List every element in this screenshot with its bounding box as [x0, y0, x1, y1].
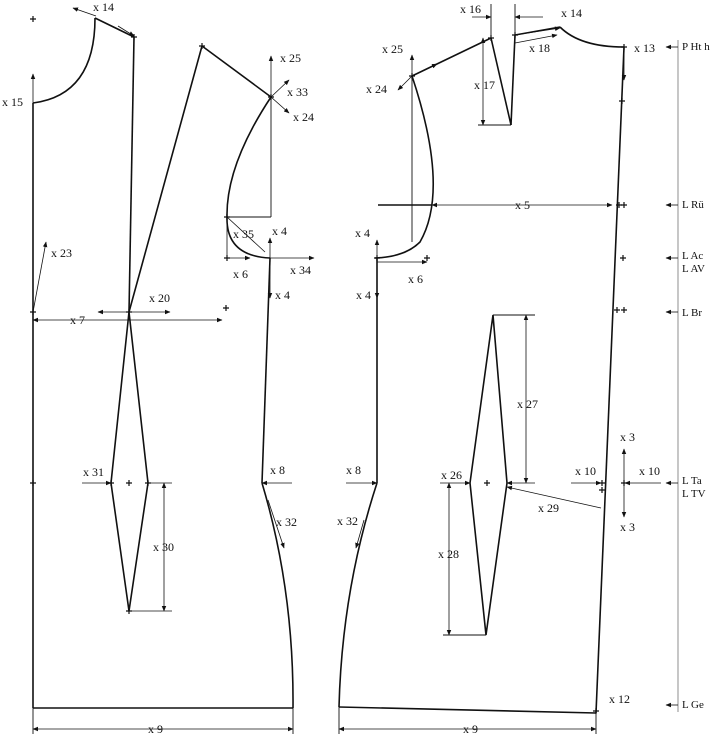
label-x17: x 17 [474, 78, 495, 92]
dimension-labels: x 14 x 15 x 25 x 33 x 24 x 35 x 4 x 6 x … [2, 0, 660, 736]
label-x9-front: x 9 [148, 722, 163, 734]
label-x34: x 34 [290, 263, 311, 277]
label-x24-front: x 24 [293, 110, 314, 124]
back-shoulder-dart-leg-1 [510, 34, 516, 126]
label-x12: x 12 [609, 692, 630, 706]
ref-label-lge: L Ge [682, 699, 704, 711]
back-armhole [374, 75, 435, 259]
back-center-line [595, 46, 625, 714]
label-x7: x 7 [70, 313, 85, 327]
label-x8-back: x 8 [346, 463, 361, 477]
ref-label-lru: L Rü [682, 199, 704, 211]
back-shoulder-dart-leg-2 [490, 37, 512, 126]
front-dimensions [30, 7, 315, 734]
front-plus-markers [30, 16, 274, 614]
label-x23: x 23 [51, 246, 72, 260]
front-waist-dart [110, 311, 149, 612]
back-neckline [559, 26, 625, 48]
reference-scale [665, 40, 679, 712]
front-shoulder-dart-line [128, 36, 135, 313]
front-side-seam-lower [261, 482, 294, 709]
ref-label-lta: L Ta [682, 475, 702, 487]
front-armhole [226, 96, 272, 259]
label-x8-front: x 8 [270, 463, 285, 477]
label-x32-back: x 32 [337, 514, 358, 528]
label-x3-bottom: x 3 [620, 520, 635, 534]
ref-label-pht: P Ht h [682, 41, 710, 53]
label-x16: x 16 [460, 2, 481, 16]
front-rotated-dart-leg [128, 45, 203, 313]
back-hem-line [338, 706, 597, 714]
back-dimensions [338, 4, 661, 734]
label-x9-back: x 9 [463, 722, 478, 734]
ref-label-lav: L AV [682, 263, 705, 275]
reference-labels: P Ht h L Rü L Ac L AV L Br L Ta L TV L G… [682, 41, 710, 711]
label-x6-back: x 6 [408, 272, 423, 286]
front-rotated-shoulder [201, 45, 272, 98]
label-x24-back: x 24 [366, 82, 387, 96]
label-x3-top: x 3 [620, 430, 635, 444]
label-x4-back-top: x 4 [355, 226, 370, 240]
front-pattern-piece [32, 17, 294, 709]
label-x33: x 33 [287, 85, 308, 99]
back-pattern-piece [338, 26, 625, 714]
label-x27: x 27 [517, 397, 538, 411]
label-x31: x 31 [83, 465, 104, 479]
label-x6-front: x 6 [233, 267, 248, 281]
label-x10-right: x 10 [639, 464, 660, 478]
ref-label-lac: L Ac [682, 250, 703, 262]
label-x10-left: x 10 [575, 464, 596, 478]
label-x4-front-bottom: x 4 [275, 288, 290, 302]
ref-label-lbr: L Br [682, 307, 702, 319]
back-waist-dart [469, 314, 508, 636]
label-x4-back-bottom: x 4 [356, 288, 371, 302]
label-x26: x 26 [441, 468, 462, 482]
label-x29: x 29 [538, 501, 559, 515]
label-x4-front-top: x 4 [272, 224, 287, 238]
label-x25-front: x 25 [280, 51, 301, 65]
label-x32-front: x 32 [276, 515, 297, 529]
label-x14-back: x 14 [561, 6, 582, 20]
back-plus-markers [374, 32, 627, 714]
label-x14-front: x 14 [93, 0, 114, 14]
label-x35: x 35 [233, 227, 254, 241]
front-side-seam-upper [261, 257, 271, 484]
front-shoulder [94, 17, 135, 38]
front-neckline [32, 17, 96, 104]
label-x5: x 5 [515, 198, 530, 212]
label-x15: x 15 [2, 95, 23, 109]
label-x28: x 28 [438, 547, 459, 561]
label-x30: x 30 [153, 540, 174, 554]
ref-label-ltv: L TV [682, 488, 706, 500]
label-x25-back: x 25 [382, 42, 403, 56]
label-x18: x 18 [529, 41, 550, 55]
label-x20: x 20 [149, 291, 170, 305]
label-x13: x 13 [634, 41, 655, 55]
back-side-seam-lower [338, 482, 378, 708]
